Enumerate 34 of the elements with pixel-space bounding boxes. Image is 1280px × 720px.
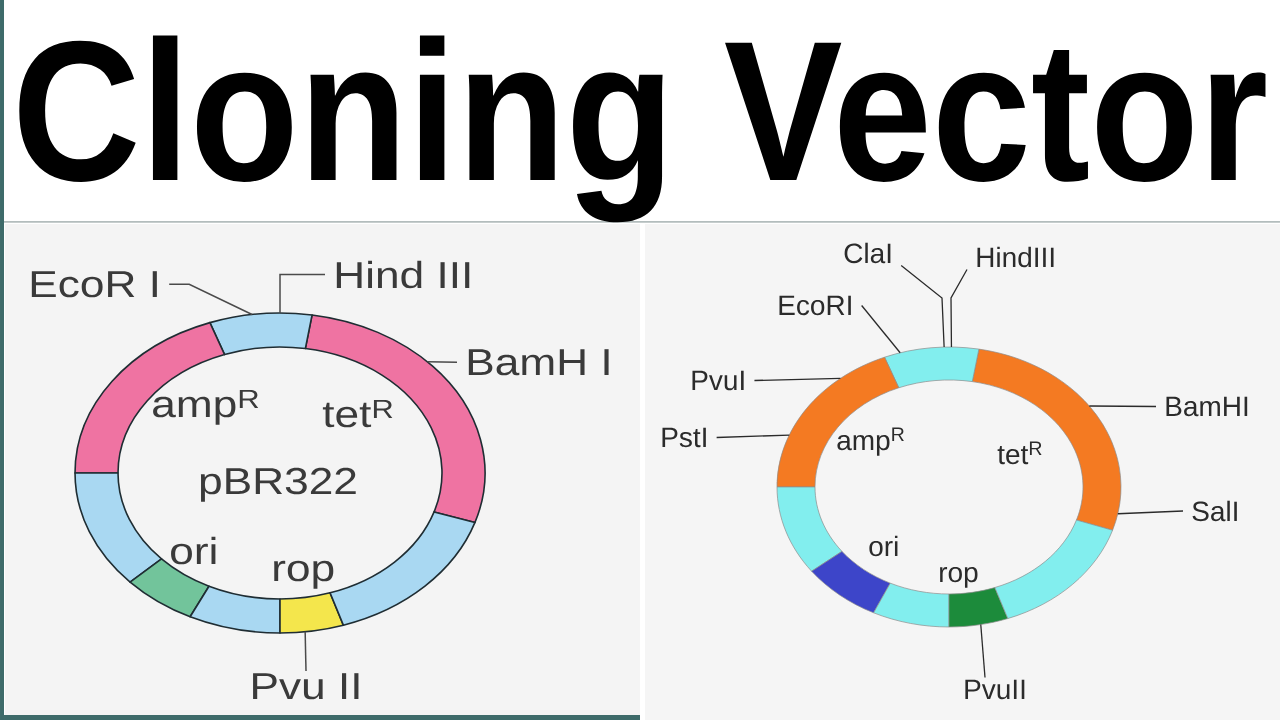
gene-label: tet$^{R}$ bbox=[322, 399, 393, 428]
site-label: PvuII bbox=[965, 679, 1025, 700]
site-label: BamH I bbox=[468, 349, 609, 376]
site-label: BamHI bbox=[1166, 396, 1248, 417]
gene-label: rop bbox=[940, 566, 978, 588]
site-label: PstI bbox=[662, 427, 706, 448]
gene-label: amp$^{R}$ bbox=[837, 427, 904, 456]
site-label: Hind III bbox=[336, 260, 470, 289]
gene-label: tet$^{R}$ bbox=[997, 441, 1042, 465]
leader-line bbox=[861, 304, 901, 354]
site-label: HindIII bbox=[977, 246, 1054, 268]
leader-line bbox=[980, 623, 986, 679]
leader-line bbox=[426, 361, 458, 363]
site-label: PvuI bbox=[692, 370, 744, 391]
leader-line bbox=[1088, 405, 1157, 408]
leader-line bbox=[279, 273, 326, 314]
plasmid-name: pBR322 bbox=[200, 467, 356, 502]
site-label: ClaI bbox=[844, 242, 891, 264]
site-label: EcoRI bbox=[779, 295, 851, 316]
site-label: Pvu II bbox=[253, 673, 359, 700]
site-label: SalI bbox=[1192, 500, 1237, 522]
gene-label: rop bbox=[274, 560, 334, 589]
leader-line bbox=[304, 631, 307, 672]
title: Cloning Vector bbox=[19, 35, 1266, 223]
gene-label: amp$^{R}$ bbox=[153, 389, 259, 425]
leader-line bbox=[1117, 510, 1184, 515]
gene-label: ori bbox=[869, 535, 898, 557]
leader-line bbox=[716, 434, 790, 439]
leader-line bbox=[900, 264, 945, 348]
site-label: EcoR I bbox=[31, 271, 157, 298]
leader-line bbox=[168, 283, 253, 316]
gene-label: ori bbox=[171, 536, 216, 565]
leader-line bbox=[950, 268, 968, 348]
leader-line bbox=[753, 377, 842, 382]
